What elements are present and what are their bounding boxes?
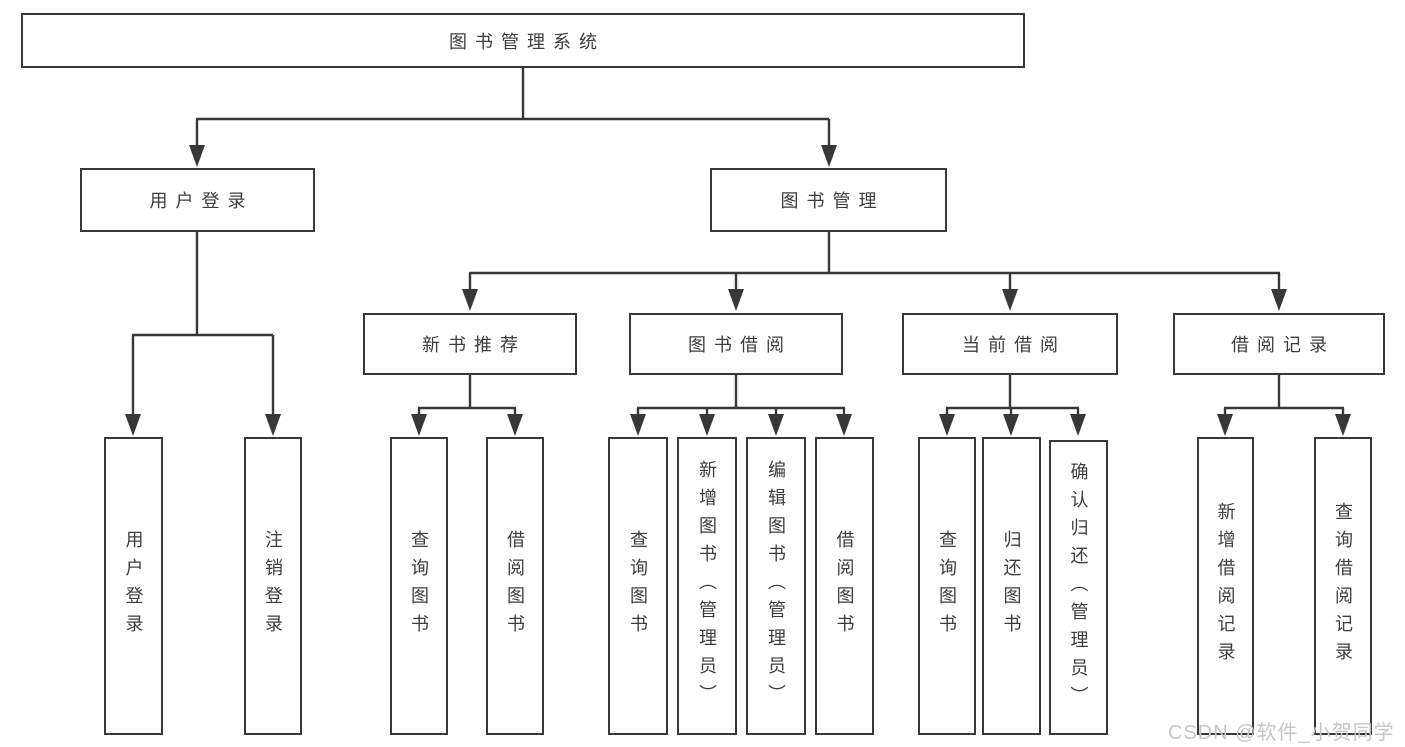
- leaf-borrow-books-recommend: 借阅图书: [486, 437, 544, 735]
- leaf-borrow-books-recommend-label: 借阅图书: [505, 530, 525, 642]
- node-current-borrow-label: 当前借阅: [962, 335, 1066, 355]
- leaf-query-books-current: 查询图书: [918, 437, 976, 735]
- node-book-borrow: 图书借阅: [629, 313, 843, 375]
- leaf-query-books-borrow-label: 查询图书: [628, 530, 648, 642]
- node-borrow-records-label: 借阅记录: [1231, 335, 1335, 355]
- leaf-logout: 注销登录: [244, 437, 302, 735]
- node-book-borrow-label: 图书借阅: [688, 335, 792, 355]
- csdn-watermark: CSDN @软件_小贺同学: [1168, 722, 1395, 744]
- leaf-borrow-books: 借阅图书: [815, 437, 874, 735]
- leaf-borrow-books-label: 借阅图书: [834, 530, 855, 642]
- leaf-edit-book-admin: 编辑图书（管理员）: [746, 437, 806, 735]
- leaf-query-borrow-record: 查询借阅记录: [1314, 437, 1372, 735]
- leaf-add-book-admin-label: 新增图书（管理员）: [697, 460, 717, 712]
- node-book-management: 图书管理: [710, 168, 947, 232]
- leaf-query-books-borrow: 查询图书: [608, 437, 668, 735]
- leaf-query-borrow-record-label: 查询借阅记录: [1333, 502, 1353, 670]
- leaf-query-books-current-label: 查询图书: [937, 530, 957, 642]
- node-book-management-label: 图书管理: [780, 191, 885, 211]
- leaf-add-borrow-record-label: 新增借阅记录: [1215, 502, 1236, 670]
- leaf-edit-book-admin-label: 编辑图书（管理员）: [766, 460, 786, 712]
- leaf-user-login-label: 用户登录: [123, 530, 144, 642]
- node-library-system: 图书管理系统: [21, 13, 1025, 68]
- node-current-borrow: 当前借阅: [902, 313, 1118, 375]
- leaf-return-book: 归还图书: [982, 437, 1041, 735]
- leaf-query-books-recommend-label: 查询图书: [409, 530, 429, 642]
- leaf-confirm-return-admin: 确认归还（管理员）: [1049, 440, 1108, 735]
- leaf-return-book-label: 归还图书: [1001, 530, 1022, 642]
- leaf-query-books-recommend: 查询图书: [390, 437, 448, 735]
- leaf-logout-label: 注销登录: [263, 530, 283, 642]
- node-user-login-label: 用户登录: [149, 191, 254, 211]
- leaf-confirm-return-admin-label: 确认归还（管理员）: [1068, 461, 1089, 714]
- leaf-user-login: 用户登录: [104, 437, 163, 735]
- leaf-add-borrow-record: 新增借阅记录: [1197, 437, 1254, 735]
- leaf-add-book-admin: 新增图书（管理员）: [677, 437, 737, 735]
- node-borrow-records: 借阅记录: [1173, 313, 1385, 375]
- node-user-login: 用户登录: [80, 168, 315, 232]
- node-new-book-recommend: 新书推荐: [363, 313, 577, 375]
- node-new-book-recommend-label: 新书推荐: [422, 335, 526, 355]
- node-library-system-label: 图书管理系统: [449, 31, 605, 52]
